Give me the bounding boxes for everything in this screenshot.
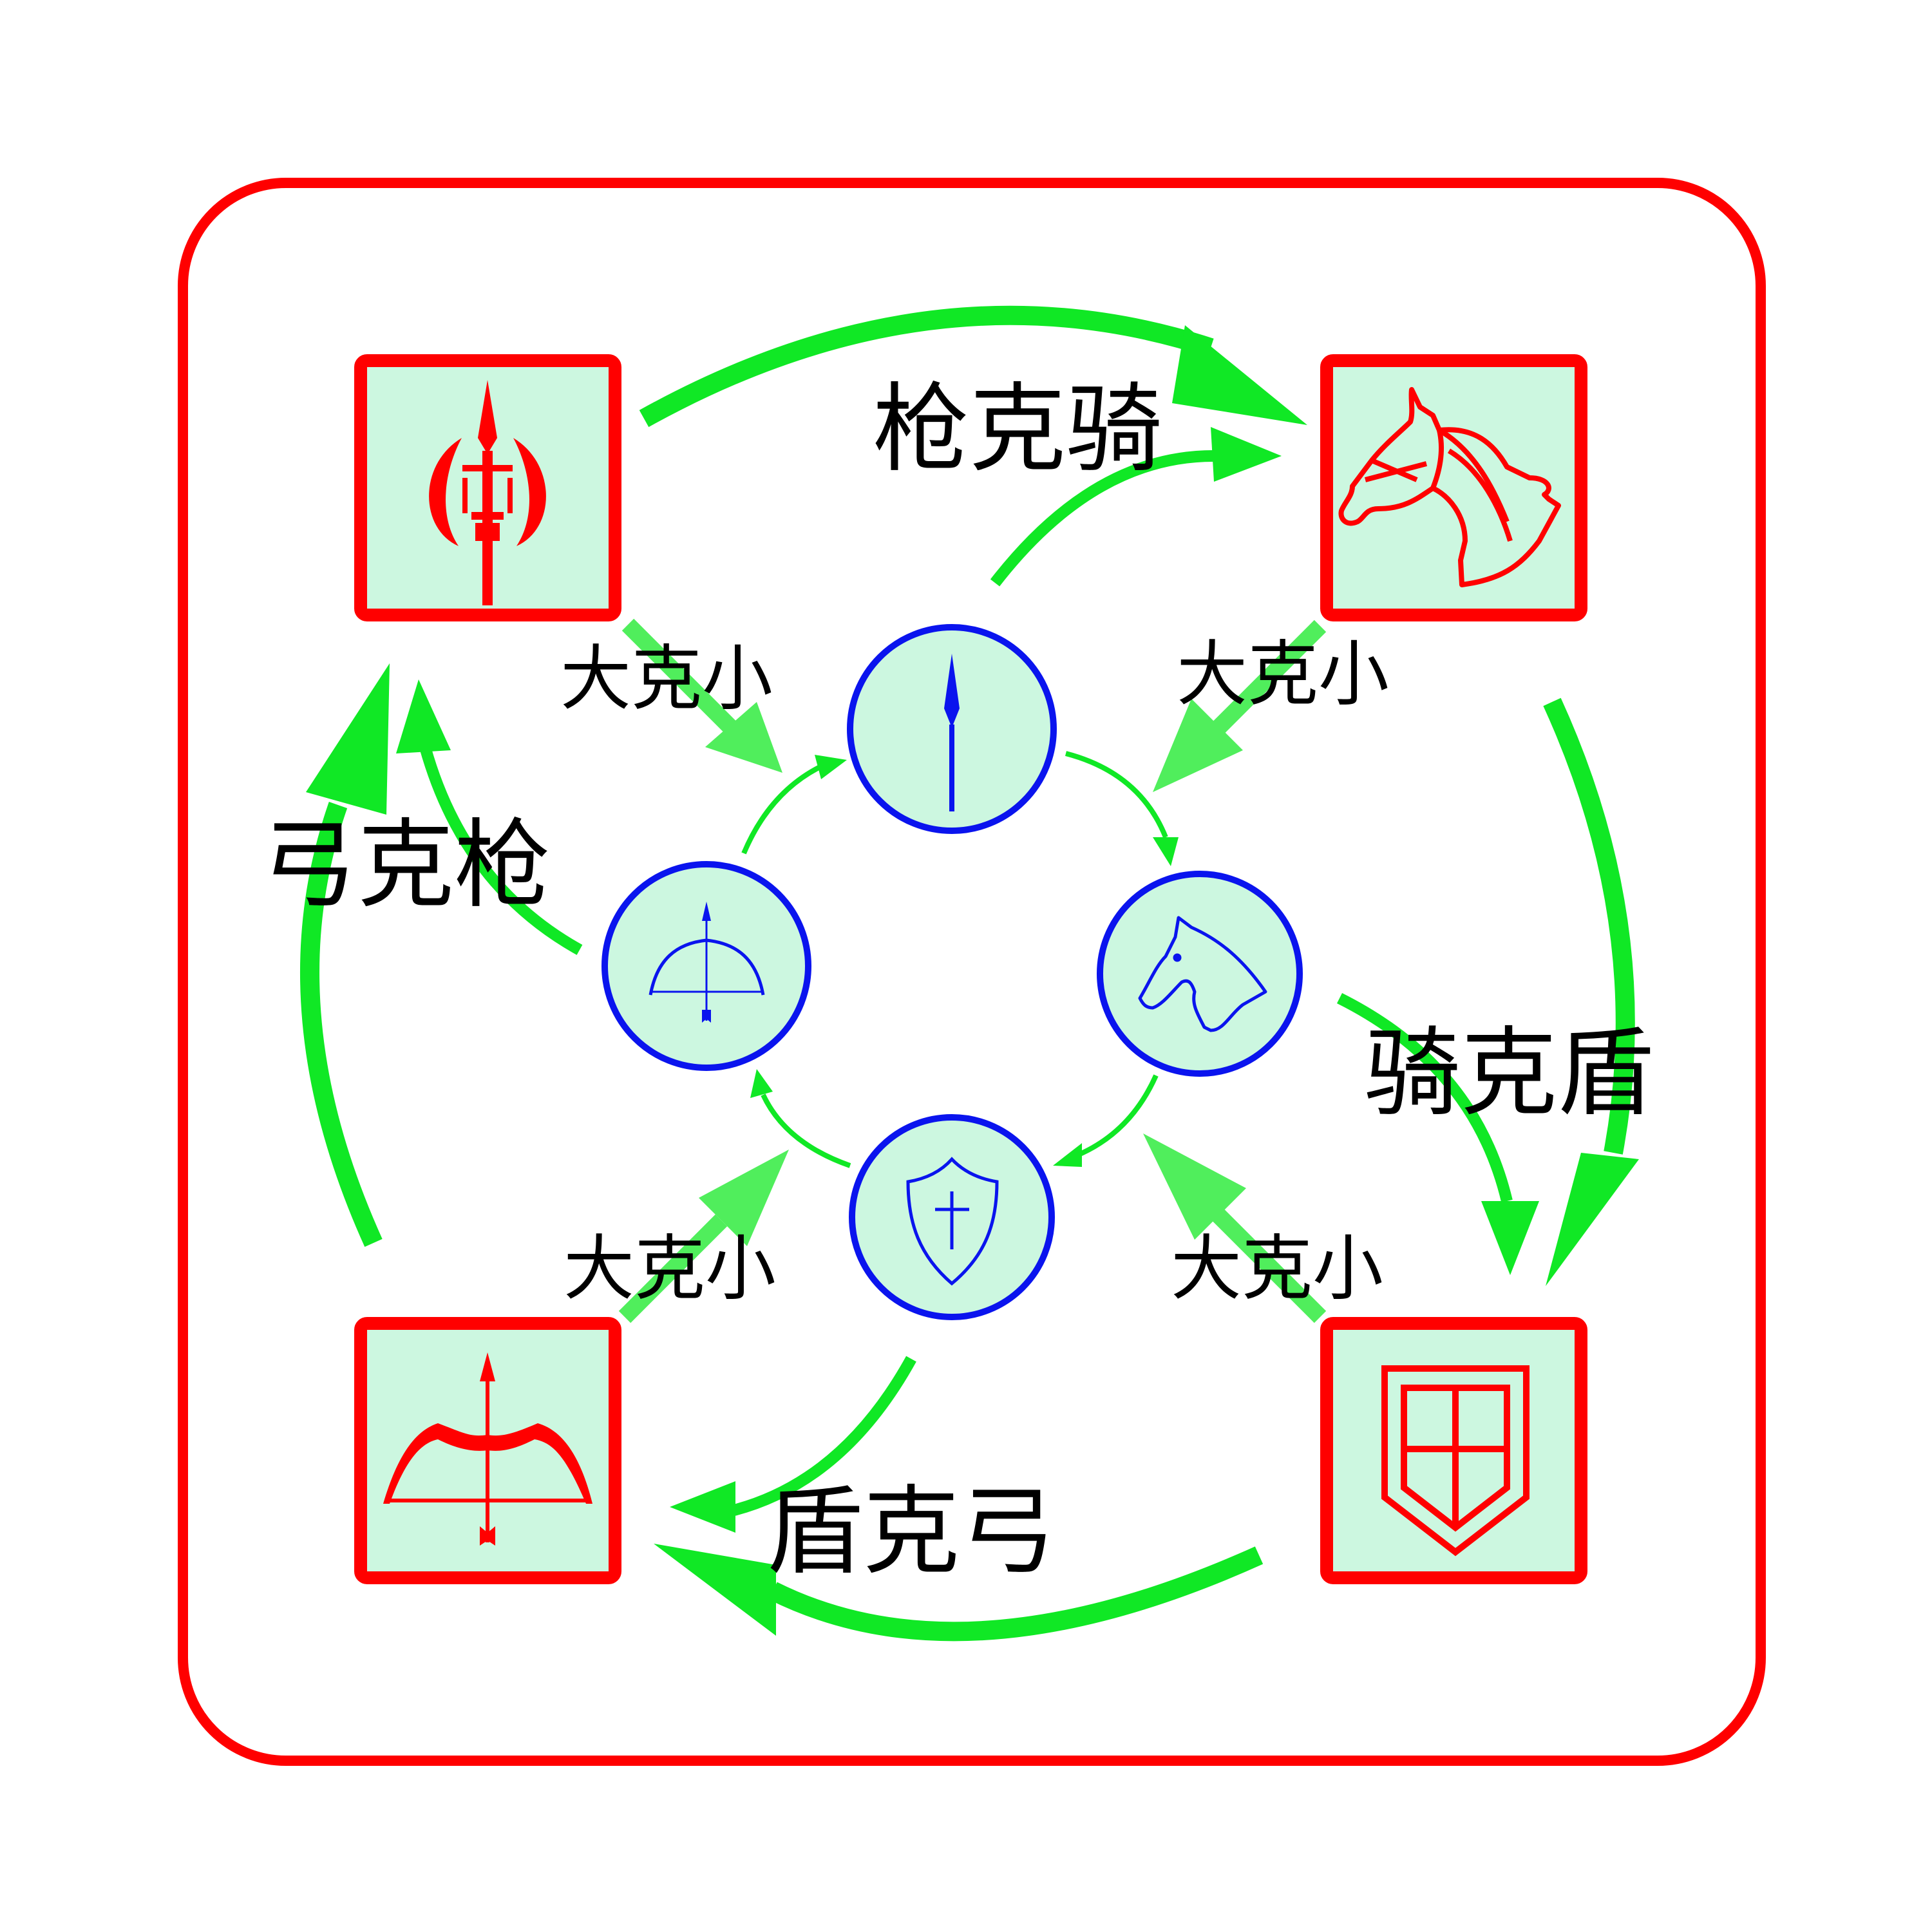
- unit-box-archer: [354, 1317, 621, 1584]
- inner-arrow-spear-to-cavalry: [1065, 751, 1179, 866]
- spear-icon: [429, 380, 546, 605]
- label-cavalry-beats-shield: 骑克盾: [1364, 1018, 1654, 1130]
- diagonal-arrow-bottom-left: [618, 1150, 789, 1323]
- secondary-arrow-spear-to-cavalry: [990, 427, 1282, 587]
- outer-frame: [178, 178, 1766, 1766]
- inner-arrow-cavalry-to-shield: [1053, 1074, 1159, 1167]
- label-size-bottom-left: 大克小: [564, 1227, 776, 1310]
- unit-box-cavalry: [1320, 354, 1587, 621]
- secondary-arrow-archer-to-spear: [396, 679, 583, 955]
- inner-unit-spear: [847, 624, 1057, 834]
- label-spear-beats-cavalry: 枪克骑: [873, 374, 1162, 486]
- label-shield-beats-archer: 盾克弓: [766, 1476, 1056, 1588]
- inner-arrow-shield-to-archer: [750, 1069, 851, 1168]
- horse-head-icon: [1138, 916, 1267, 1032]
- label-size-bottom-right: 大克小: [1171, 1227, 1383, 1310]
- label-size-top-left: 大克小: [560, 638, 773, 720]
- label-archer-beats-spear: 弓克枪: [261, 810, 551, 922]
- unit-box-spear: [354, 354, 621, 621]
- inner-unit-cavalry: [1097, 871, 1303, 1077]
- spear-icon: [944, 654, 960, 811]
- outer-arrow-spear-to-cavalry: [639, 305, 1307, 428]
- outer-arrow-cavalry-to-shield: [1543, 697, 1639, 1286]
- diagonal-arrow-top-right: [1153, 620, 1327, 792]
- secondary-arrow-shield-to-archer: [670, 1356, 916, 1533]
- shield-icon: [1381, 1365, 1530, 1557]
- outer-arrow-shield-to-archer: [654, 1544, 1264, 1642]
- inner-arrow-archer-to-spear: [741, 755, 847, 855]
- inner-unit-archer: [601, 861, 811, 1071]
- horse-head-icon: [1338, 387, 1561, 587]
- bow-arrow-icon: [649, 902, 765, 1023]
- unit-box-shield: [1320, 1317, 1587, 1584]
- diagonal-arrow-bottom-right: [1143, 1133, 1327, 1323]
- label-size-top-right: 大克小: [1177, 633, 1389, 715]
- inner-unit-shield: [849, 1114, 1055, 1320]
- shield-cross-icon: [906, 1157, 999, 1286]
- diagonal-arrow-top-left: [621, 618, 782, 773]
- secondary-arrow-cavalry-to-shield: [1336, 992, 1539, 1275]
- bow-arrow-icon: [383, 1352, 592, 1546]
- outer-arrow-archer-to-spear: [300, 663, 390, 1247]
